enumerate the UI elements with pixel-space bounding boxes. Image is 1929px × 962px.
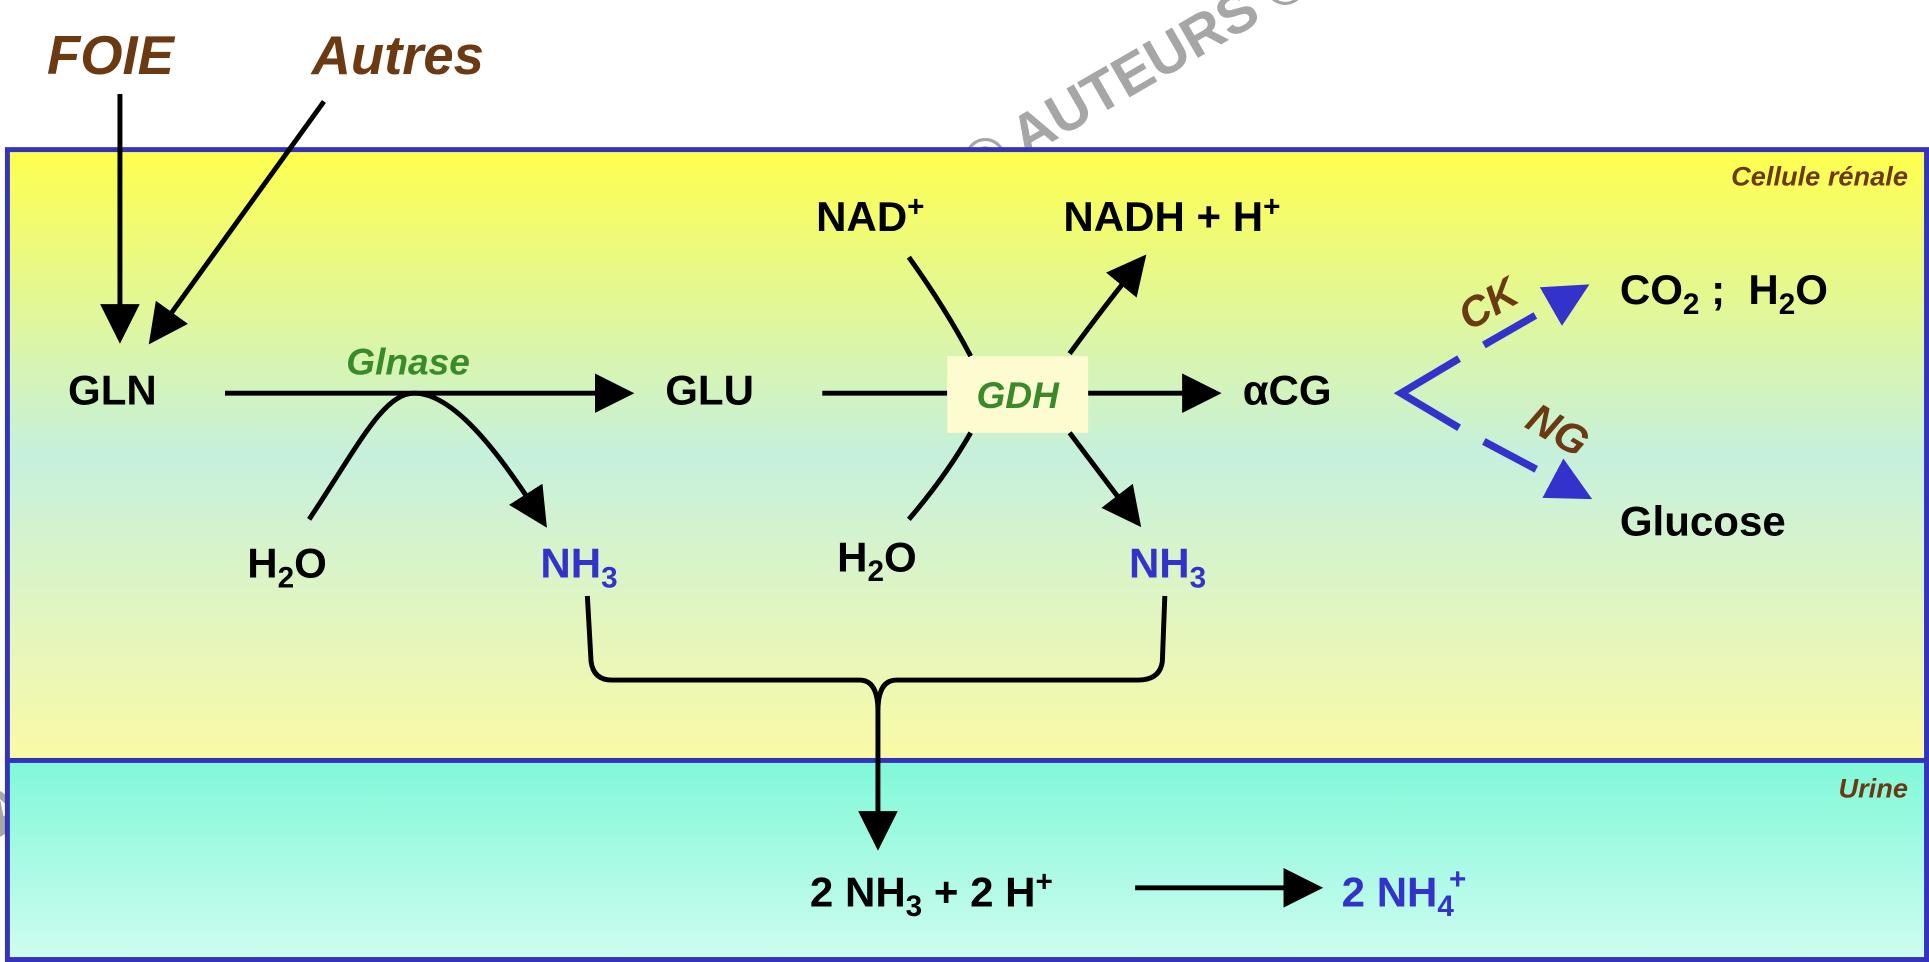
- node-h2o-1: H2O: [247, 539, 327, 594]
- renal-cell-label: Cellule rénale: [1731, 160, 1908, 191]
- arrow-gdh-nh3: [1067, 431, 1142, 528]
- arrow-acg-glucose: [1482, 438, 1593, 500]
- source-liver: FOIE: [47, 25, 176, 86]
- enzyme-glnase: Glnase: [346, 341, 470, 383]
- gdh-box: [947, 356, 1089, 433]
- node-co2-h2o: CO2 ; H2O: [1620, 266, 1828, 321]
- branch-vertex: [1393, 355, 1462, 432]
- node-gln: GLN: [68, 366, 157, 413]
- node-acg: αCG: [1243, 366, 1332, 413]
- renal-cell-compartment: [4, 147, 1929, 763]
- arrow-gdh-nadh: [1067, 254, 1147, 356]
- node-nad: NAD+: [816, 190, 924, 240]
- node-nh3-2: NH3: [1129, 539, 1206, 594]
- urine-product-nh4: 2 NH4+: [1342, 863, 1467, 923]
- urine-reactants: 2 NH3 + 2 H+: [810, 866, 1053, 924]
- curve-h2o-nh3-glnase: [307, 390, 547, 528]
- node-glu: GLU: [665, 366, 754, 413]
- node-h2o-2: H2O: [837, 533, 917, 588]
- line-nad-gdh: [906, 255, 973, 358]
- urine-label: Urine: [1838, 773, 1908, 804]
- urine-compartment: [4, 757, 1929, 962]
- source-others: Autres: [310, 25, 484, 86]
- node-nadh: NADH + H+: [1063, 190, 1280, 240]
- arrow-others-gln: [148, 99, 326, 345]
- arrow-acg-co2: [1482, 284, 1590, 349]
- line-h2o-gdh: [906, 431, 973, 521]
- enzyme-gdh: GDH: [976, 374, 1060, 416]
- node-glucose: Glucose: [1620, 497, 1786, 544]
- node-nh3-1: NH3: [540, 539, 617, 594]
